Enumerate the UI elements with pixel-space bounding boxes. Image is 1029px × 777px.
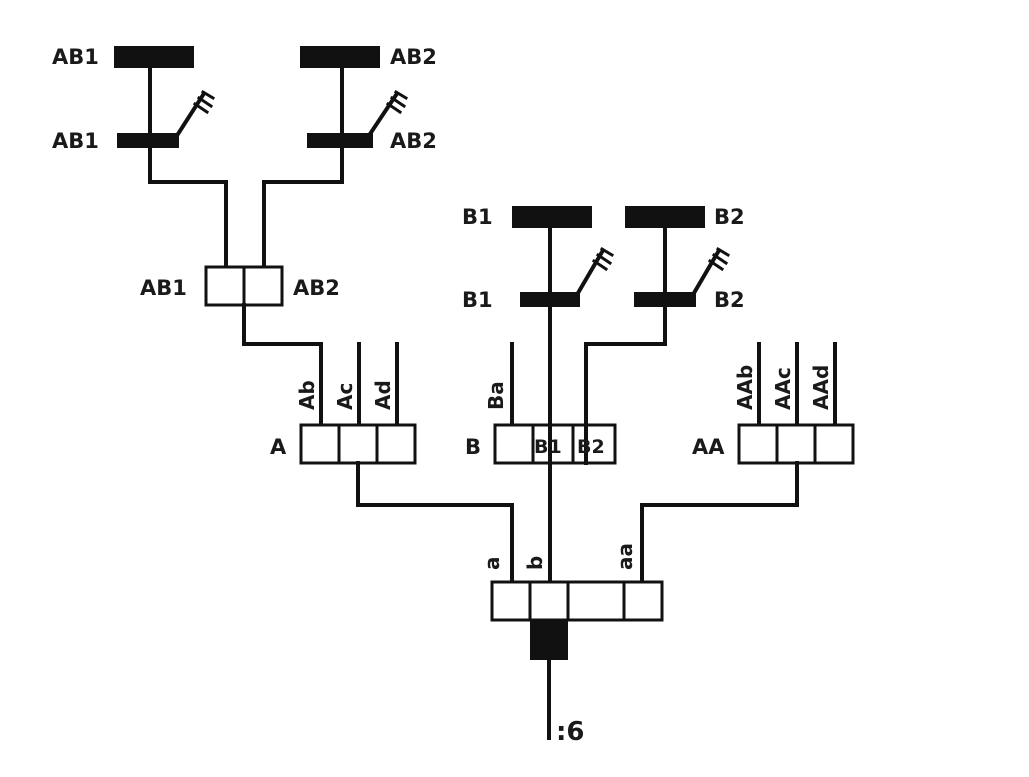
a-input-ad-label: Ad	[371, 380, 395, 410]
ab2-key-bar	[307, 133, 373, 148]
root-cell-mid	[566, 580, 626, 622]
root-cell-b	[528, 580, 570, 622]
b-cell-1	[493, 423, 535, 465]
a-input-ac-label: Ac	[333, 383, 357, 410]
b-cell-b1	[531, 423, 575, 465]
ab2-top-label: AB2	[390, 45, 437, 69]
root-cell-a	[490, 580, 532, 622]
a-cell-2	[337, 423, 379, 465]
b2-top-bar	[625, 206, 705, 228]
ab-merge-left-cell	[204, 265, 246, 307]
ab1-key-bar	[117, 133, 179, 148]
b2-key-icon	[691, 246, 731, 296]
a-to-root-wire	[356, 461, 514, 584]
root-input-aa-label: aa	[613, 543, 637, 570]
b2-top-label: B2	[714, 205, 745, 229]
b1-key-bar	[520, 292, 580, 307]
b-cell-b2-label: B2	[577, 436, 605, 458]
ab1-key-label: AB1	[52, 129, 99, 153]
aa-cell-2	[775, 423, 817, 465]
group-aa-label: AA	[692, 435, 725, 459]
root-output-label: :6	[556, 717, 585, 747]
b1-key-label: B1	[462, 288, 493, 312]
a-cell-1	[299, 423, 341, 465]
ab-merge-left-label: AB1	[140, 276, 187, 300]
aa-cell-1	[737, 423, 779, 465]
ab-merge-right-label: AB2	[293, 276, 340, 300]
aa-input-aab-label: AAb	[733, 365, 757, 410]
group-b-label: B	[465, 435, 481, 459]
b-cell-b1-label: B1	[534, 436, 562, 458]
ab1-key-icon	[175, 89, 216, 137]
aa-input-aac-label: AAc	[771, 367, 795, 410]
root-input-b-label: b	[523, 556, 547, 570]
ab-merge-right-cell	[242, 265, 284, 307]
ab1-top-bar	[114, 46, 194, 68]
ab2-top-bar	[300, 46, 380, 68]
root-input-a-label: a	[480, 557, 504, 571]
b1-top-bar	[512, 206, 592, 228]
group-a-label: A	[270, 435, 287, 459]
root-cell-aa	[622, 580, 664, 622]
aa-to-root-wire	[640, 461, 799, 584]
b2-to-b-wire	[584, 342, 667, 427]
ab1-wire	[148, 180, 228, 269]
aa-cell-3	[813, 423, 855, 465]
ab2-key-label: AB2	[390, 129, 437, 153]
root-output-block	[530, 620, 568, 660]
b2-key-bar	[634, 292, 696, 307]
aa-input-aad-label: AAd	[809, 365, 833, 410]
b2-key-label: B2	[714, 288, 745, 312]
b-cell-b2	[571, 423, 617, 465]
b1-key-icon	[575, 246, 615, 296]
b-input-ba-label: Ba	[484, 381, 508, 410]
ab2-key-icon	[367, 89, 409, 137]
ab-to-a-wire	[242, 303, 323, 427]
b1-top-label: B1	[462, 205, 493, 229]
ab1-top-label: AB1	[52, 45, 99, 69]
a-cell-3	[375, 423, 417, 465]
ab2-wire	[262, 180, 344, 269]
a-input-ab-label: Ab	[295, 380, 319, 410]
